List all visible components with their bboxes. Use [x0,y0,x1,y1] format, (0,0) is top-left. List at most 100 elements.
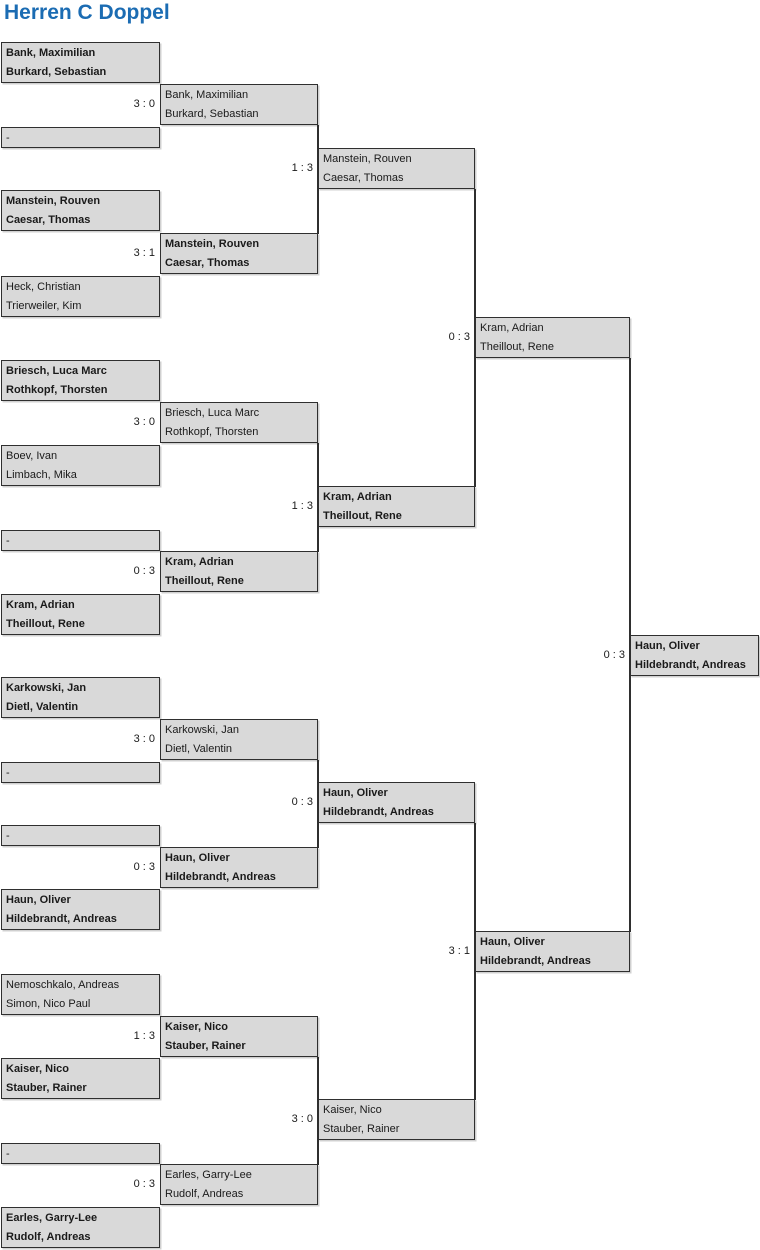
r3-winner-3: Haun, Oliver Hildebrandt, Andreas [318,782,475,823]
player-name: Rothkopf, Thorsten [165,426,259,438]
player-name: Haun, Oliver [323,787,388,799]
r3-winner-4: Kaiser, Nico Stauber, Rainer [318,1099,475,1140]
player-name: Rudolf, Andreas [165,1188,244,1200]
player-name: Burkard, Sebastian [6,66,107,78]
bye-placeholder: - [6,132,10,144]
player-name: Burkard, Sebastian [165,108,259,120]
player-name: Kram, Adrian [323,491,392,503]
player-name: Simon, Nico Paul [6,998,91,1010]
r2-winner-6: Haun, Oliver Hildebrandt, Andreas [160,847,318,888]
match-score: 3 : 0 [133,733,155,745]
player-name: Manstein, Rouven [165,238,260,250]
r1-slot-8: Kram, Adrian Theillout, Rene [1,594,160,635]
match-score: 0 : 3 [603,649,625,661]
r1-slot-7-bye: - [1,530,160,551]
player-name: Trierweiler, Kim [6,300,82,312]
bracket-connector [474,823,476,1100]
player-name: Kram, Adrian [480,322,544,334]
r1-slot-12: Haun, Oliver Hildebrandt, Andreas [1,889,160,930]
bracket-connector [317,125,319,234]
bye-placeholder: - [6,1148,10,1160]
player-name: Karkowski, Jan [6,682,87,694]
r1-slot-16: Earles, Garry-Lee Rudolf, Andreas [1,1207,160,1248]
player-name: Karkowski, Jan [165,724,239,736]
player-name: Bank, Maximilian [165,89,249,101]
player-name: Hildebrandt, Andreas [323,806,434,818]
player-name: Dietl, Valentin [165,743,233,755]
player-name: Dietl, Valentin [6,701,79,713]
player-name: Bank, Maximilian [6,47,96,59]
player-name: Caesar, Thomas [323,172,404,184]
player-name: Theillout, Rene [6,618,85,630]
bracket-connector [317,760,319,848]
match-score: 0 : 3 [291,796,313,808]
match-score: 1 : 3 [133,1030,155,1042]
player-name: Caesar, Thomas [6,214,91,226]
player-name: Hildebrandt, Andreas [6,913,117,925]
match-score: 0 : 3 [448,331,470,343]
r2-winner-1: Bank, Maximilian Burkard, Sebastian [160,84,318,125]
player-name: Earles, Garry-Lee [6,1212,98,1224]
r2-winner-4: Kram, Adrian Theillout, Rene [160,551,318,592]
match-score: 3 : 0 [133,416,155,428]
player-name: Earles, Garry-Lee [165,1169,252,1181]
match-score: 3 : 0 [291,1113,313,1125]
r1-slot-11-bye: - [1,825,160,846]
r1-slot-13: Nemoschkalo, Andreas Simon, Nico Paul [1,974,160,1015]
match-score: 1 : 3 [291,500,313,512]
player-name: Heck, Christian [6,281,81,293]
match-score: 3 : 0 [133,98,155,110]
player-name: Rudolf, Andreas [6,1231,91,1243]
r2-winner-2: Manstein, Rouven Caesar, Thomas [160,233,318,274]
bye-placeholder: - [6,767,10,779]
r1-slot-15-bye: - [1,1143,160,1164]
bracket-connector [317,443,319,552]
match-score: 3 : 1 [133,247,155,259]
r2-winner-5: Karkowski, Jan Dietl, Valentin [160,719,318,760]
player-name: Haun, Oliver [165,852,230,864]
bracket-connector [474,189,476,487]
sf-winner-2: Haun, Oliver Hildebrandt, Andreas [475,931,630,972]
player-name: Theillout, Rene [323,510,402,522]
player-name: Briesch, Luca Marc [6,365,107,377]
r1-slot-14: Kaiser, Nico Stauber, Rainer [1,1058,160,1099]
bracket-connector [629,358,631,932]
player-name: Caesar, Thomas [165,257,250,269]
page-title: Herren C Doppel [4,1,170,24]
player-name: Manstein, Rouven [6,195,101,207]
player-name: Hildebrandt, Andreas [480,955,591,967]
sf-winner-1: Kram, Adrian Theillout, Rene [475,317,630,358]
r3-winner-2: Kram, Adrian Theillout, Rene [318,486,475,527]
r1-slot-5: Briesch, Luca Marc Rothkopf, Thorsten [1,360,160,401]
player-name: Hildebrandt, Andreas [165,871,276,883]
player-name: Manstein, Rouven [323,153,412,165]
r1-slot-3: Manstein, Rouven Caesar, Thomas [1,190,160,231]
player-name: Kram, Adrian [165,556,234,568]
bracket-connector [317,1057,319,1165]
r1-slot-10-bye: - [1,762,160,783]
player-name: Stauber, Rainer [6,1082,87,1094]
player-name: Haun, Oliver [635,640,700,652]
r2-winner-7: Kaiser, Nico Stauber, Rainer [160,1016,318,1057]
match-score: 3 : 1 [448,945,470,957]
player-name: Kram, Adrian [6,599,75,611]
bye-placeholder: - [6,830,10,842]
r1-slot-9: Karkowski, Jan Dietl, Valentin [1,677,160,718]
player-name: Rothkopf, Thorsten [6,384,108,396]
player-name: Stauber, Rainer [165,1040,246,1052]
player-name: Haun, Oliver [6,894,71,906]
player-name: Boev, Ivan [6,450,58,462]
player-name: Limbach, Mika [6,469,77,481]
player-name: Haun, Oliver [480,936,545,948]
match-score: 0 : 3 [133,1178,155,1190]
player-name: Nemoschkalo, Andreas [6,979,120,991]
r2-winner-8: Earles, Garry-Lee Rudolf, Andreas [160,1164,318,1205]
match-score: 0 : 3 [133,565,155,577]
match-score: 0 : 3 [133,861,155,873]
player-name: Stauber, Rainer [323,1123,400,1135]
r1-slot-2-bye: - [1,127,160,148]
player-name: Kaiser, Nico [165,1021,228,1033]
bye-placeholder: - [6,535,10,547]
player-name: Hildebrandt, Andreas [635,659,746,671]
